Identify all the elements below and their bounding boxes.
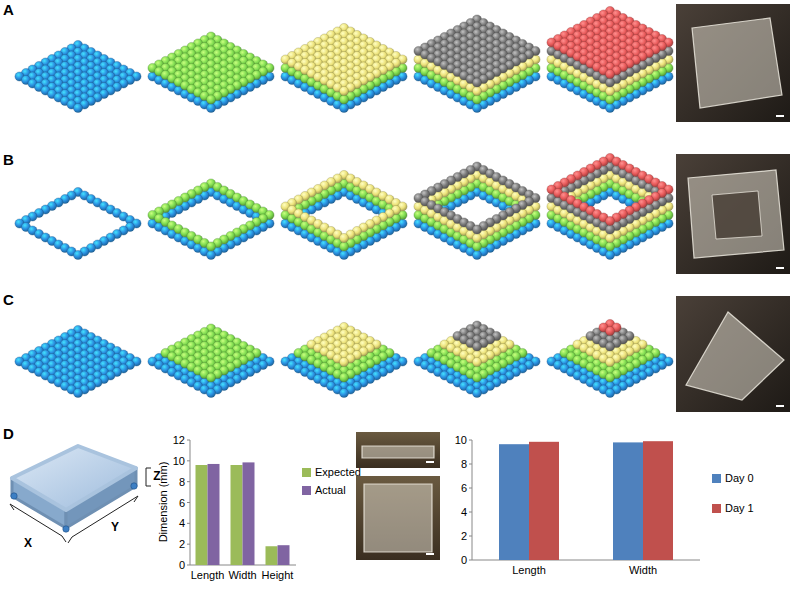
sphere [472,78,481,87]
sphere [472,95,481,104]
sphere [605,69,614,78]
sphere [605,78,614,87]
sphere-lattice [414,162,540,260]
sphere [472,86,481,95]
sphere [206,103,215,112]
sphere [605,250,614,259]
sphere [339,103,348,112]
sphere [472,242,481,251]
sphere-lattice [148,179,274,260]
sphere [206,95,215,104]
sphere [472,250,481,259]
sphere [605,95,614,104]
sphere [472,103,481,112]
sphere-lattice [281,170,407,259]
sphere-lattice [15,40,141,112]
sphere [339,86,348,95]
sphere [472,225,481,234]
sphere [73,250,82,259]
sphere [339,250,348,259]
sphere-lattice [414,15,540,113]
sphere [605,86,614,95]
sphere [605,233,614,242]
sphere-lattice [547,153,673,259]
sphere [206,250,215,259]
sphere [339,233,348,242]
sphere-lattice [281,23,407,112]
sphere [339,95,348,104]
sphere-lattice [148,32,274,113]
sphere [73,103,82,112]
sphere [206,242,215,251]
sphere [339,242,348,251]
sphere [605,242,614,251]
sphere-lattice [15,187,141,259]
sphere [472,233,481,242]
sphere-lattice [547,6,673,112]
sphere [605,103,614,112]
